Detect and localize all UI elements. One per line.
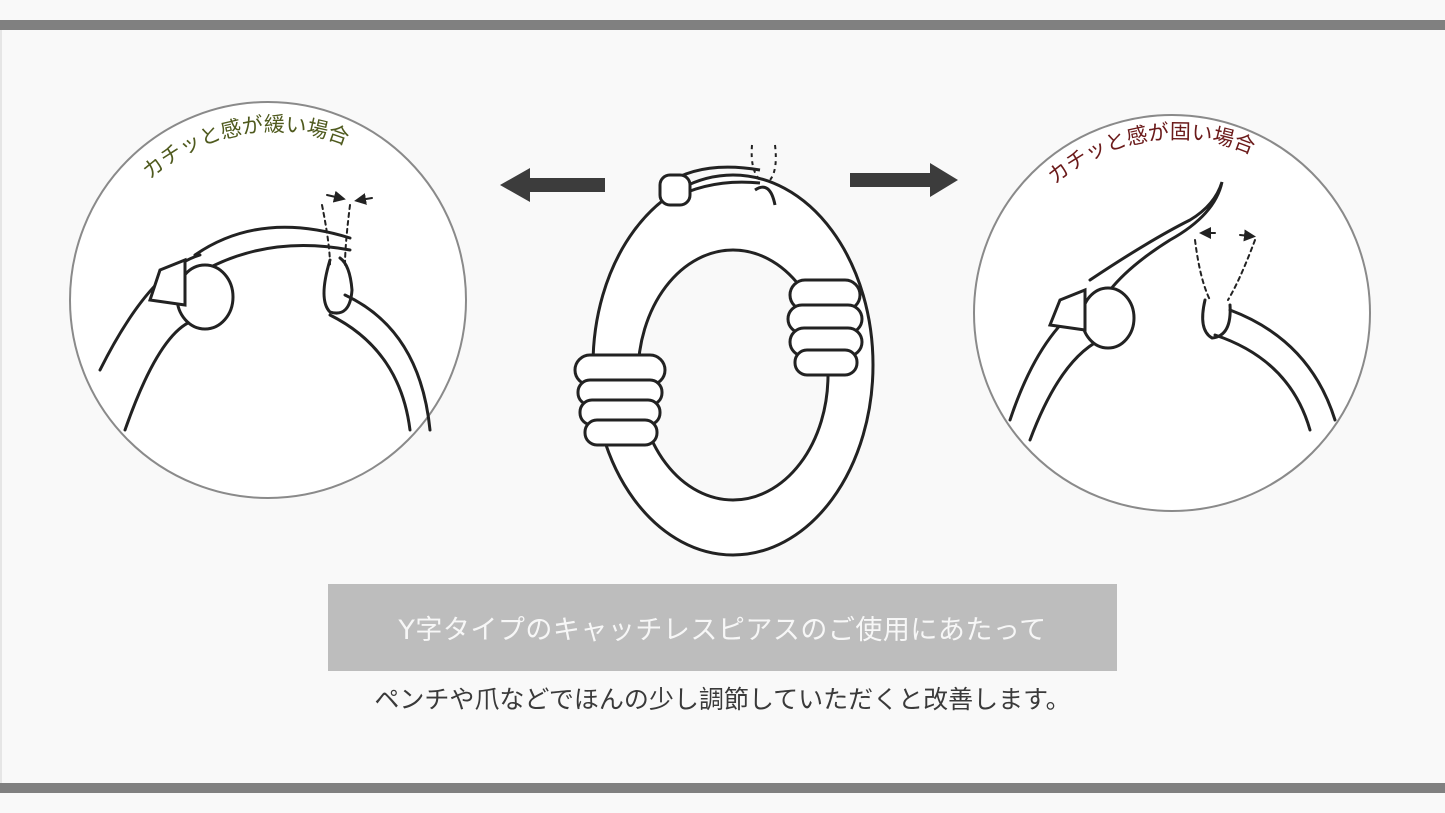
loose-detail-circle: [69, 101, 467, 499]
instruction-title: Y字タイプのキャッチレスピアスのご使用にあたって: [328, 584, 1117, 671]
tight-case-detail: カチッと感が固い場合: [973, 114, 1371, 512]
instruction-subtitle: ペンチや爪などでほんの少し調節していただくと改善します。: [374, 685, 1071, 714]
top-frame-bar: [0, 20, 1445, 30]
bottom-frame-bar: [0, 783, 1445, 793]
arrow-left-icon: [500, 168, 605, 202]
arrow-right-icon: [850, 163, 958, 197]
left-frame-edge: [0, 30, 2, 783]
loose-case-detail: カチッと感が緩い場合: [69, 101, 467, 499]
hoop-earring: [573, 144, 875, 557]
tight-detail-circle: [973, 114, 1371, 512]
